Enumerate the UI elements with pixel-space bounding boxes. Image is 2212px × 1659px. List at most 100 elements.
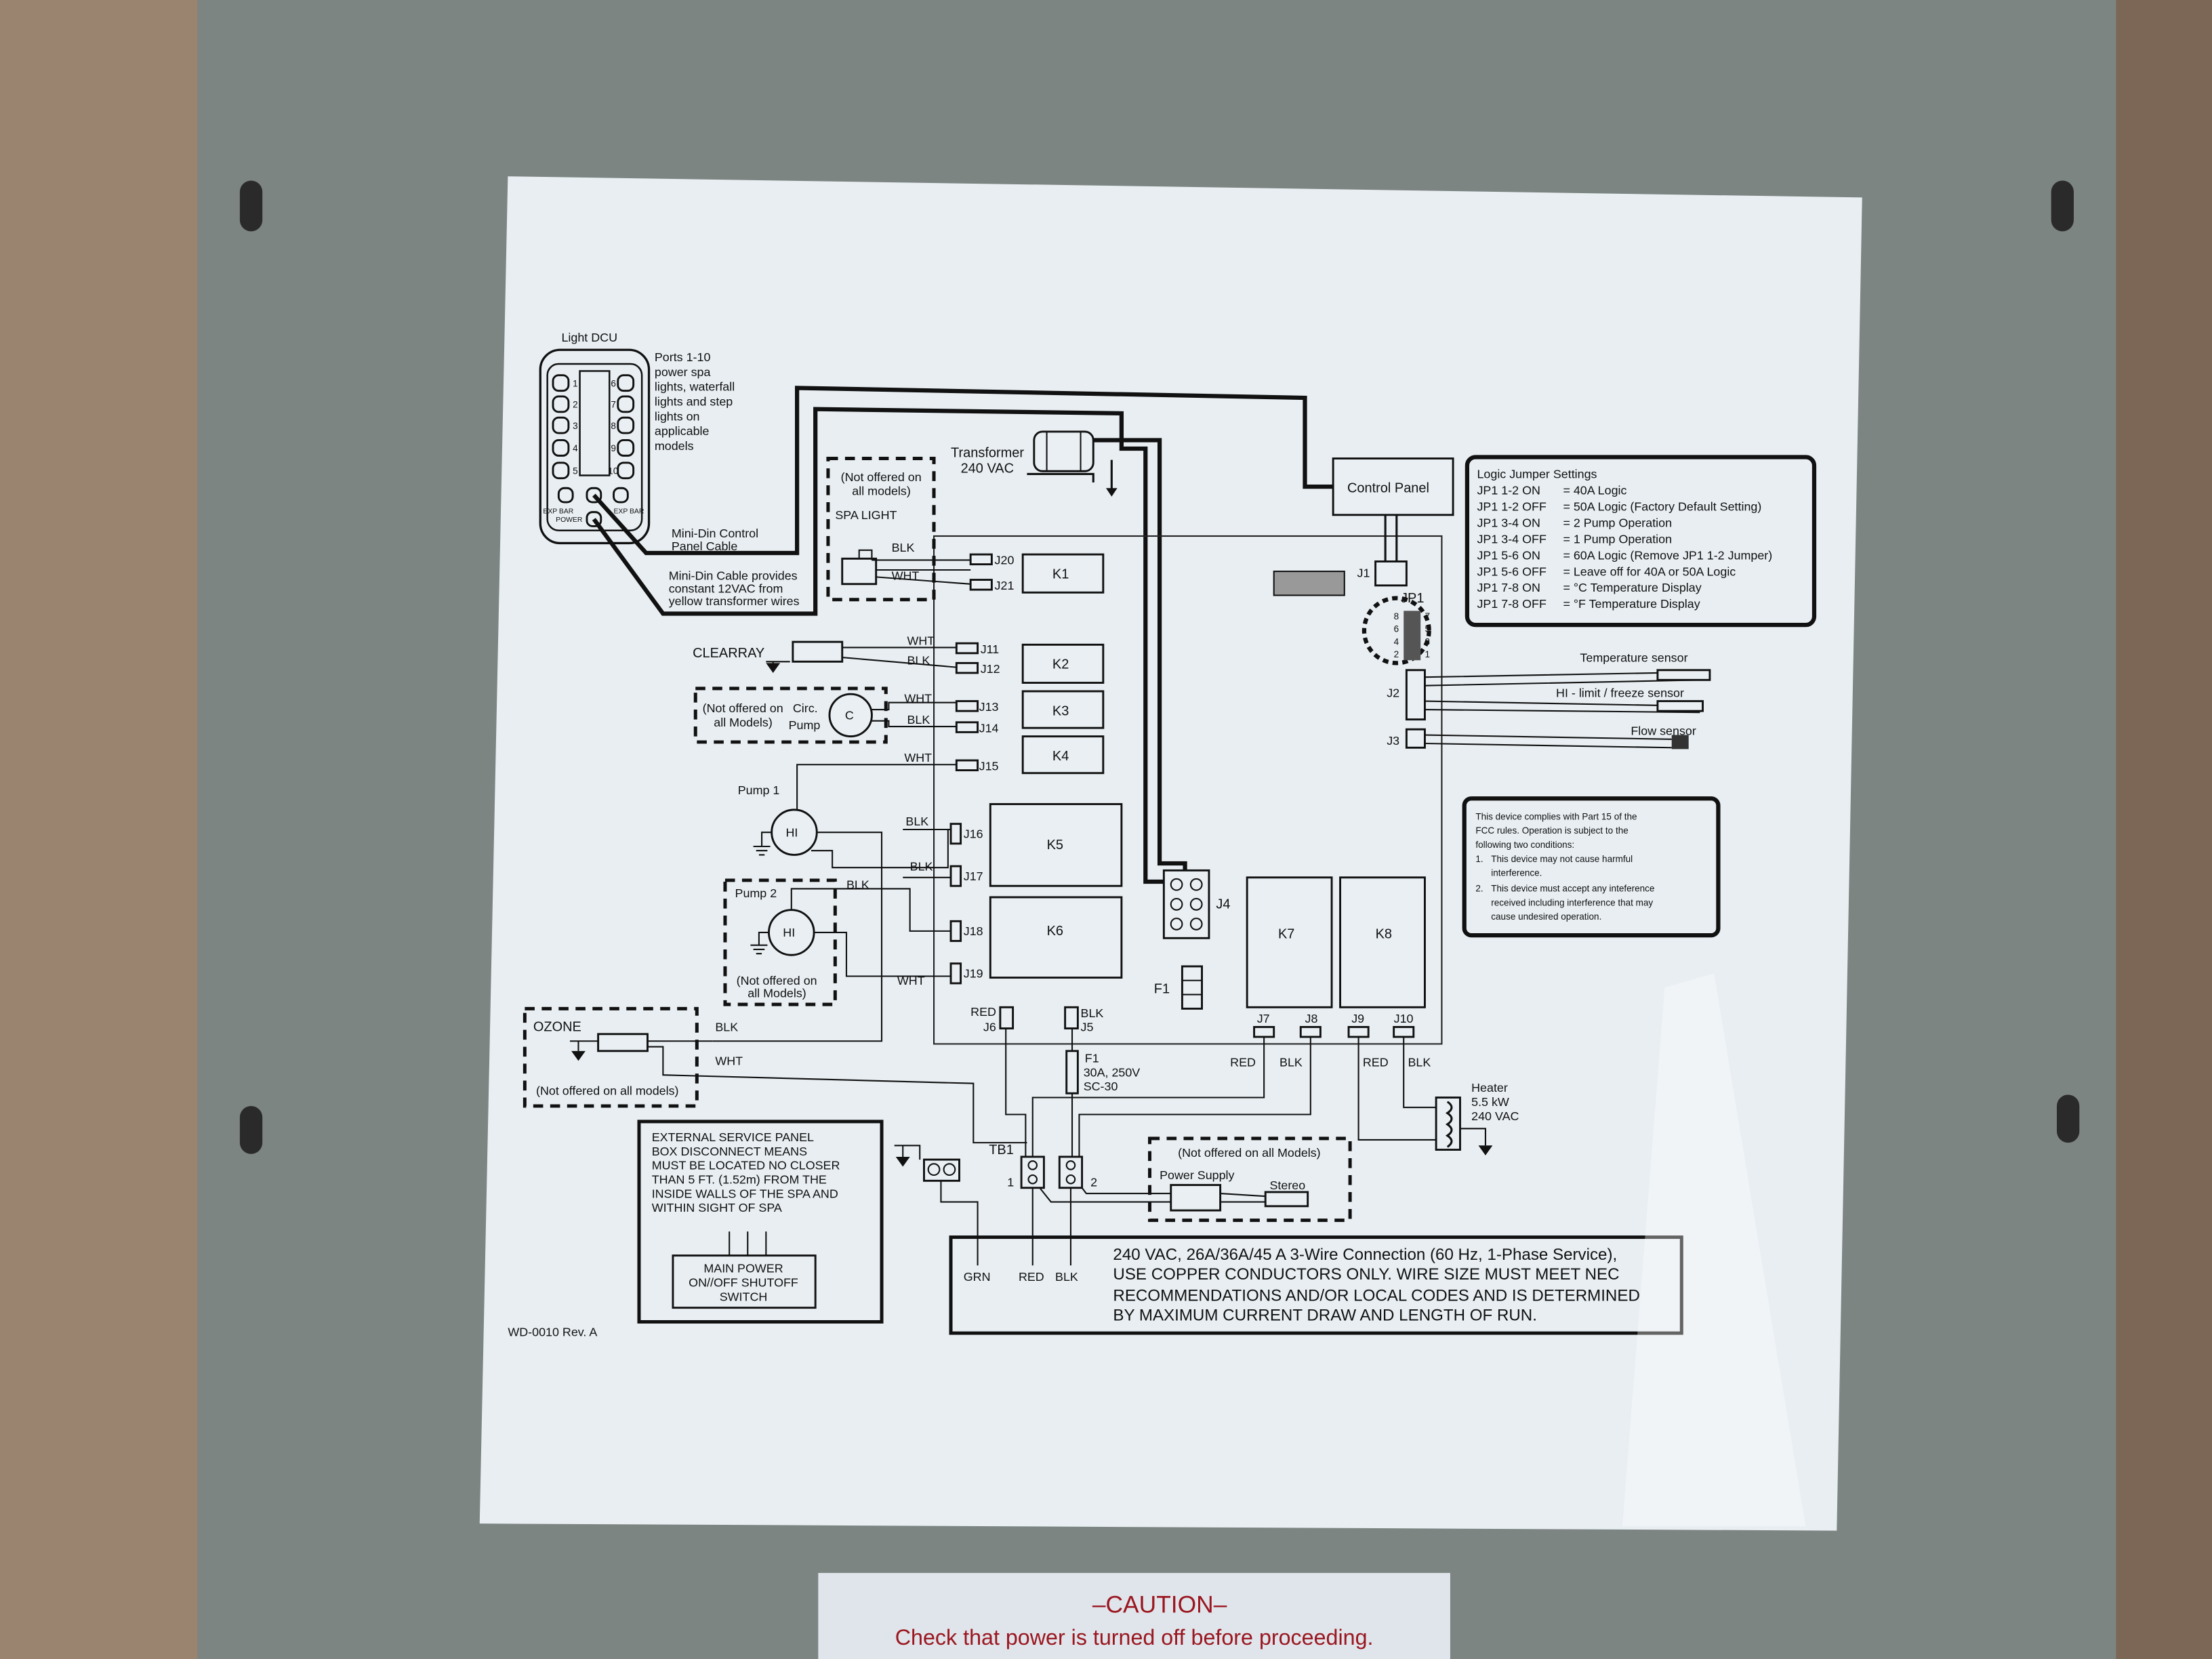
sensors: J2 J3 Temperature sensor HI - limit / fr… (1387, 651, 1711, 750)
diagram-text: JP1 5-6 ON (1477, 548, 1540, 562)
diagram-shape (818, 1573, 1450, 1659)
heater: Heater 5.5 kW 240 VAC (1435, 1081, 1519, 1155)
diagram-text: WHT (892, 569, 920, 583)
pump-1: Pump 1 HI BLK BLK J16 J17 (712, 783, 983, 1042)
diagram-shape: This device complies with Part 15 of the… (1475, 811, 1654, 922)
diagram-shape (1299, 1025, 1322, 1038)
diagram-text: JP1 7-8 ON (1477, 581, 1540, 594)
diagram-shape (796, 764, 957, 810)
diagram-text: Control Panel (1347, 480, 1429, 495)
diagram-text: J5 (1081, 1021, 1094, 1034)
diagram-text: 2 (1090, 1176, 1097, 1189)
diagram-text: SC-30 (1084, 1080, 1118, 1093)
diagram-shape (999, 1006, 1015, 1029)
diagram-text: K8 (1376, 926, 1392, 941)
diagram-shape (1033, 430, 1094, 472)
diagram-text: K1 (1052, 567, 1069, 581)
diagram-shape (955, 759, 979, 772)
diagram-text: applicable (655, 424, 710, 438)
diagram-shape (1339, 876, 1426, 1008)
diagram-text: J4 (1216, 897, 1230, 912)
diagram-shape (949, 823, 962, 845)
clearray: CLEARRAY WHT BLK J11 J12 (693, 634, 1000, 676)
diagram-shape (858, 549, 971, 585)
diagram-text: K3 (1052, 703, 1069, 718)
diagram-text: 9 (611, 443, 616, 453)
diagram-text: BY MAXIMUM CURRENT DRAW AND LENGTH OF RU… (1113, 1306, 1537, 1324)
exp-bar-label: EXP BAR (543, 508, 573, 516)
diagram-text: K4 (1052, 749, 1069, 764)
diagram-text: RED (1019, 1270, 1044, 1284)
diagram-text: K6 (1047, 924, 1063, 939)
diagram-text: J21 (995, 579, 1015, 592)
diagram-shape (1384, 514, 1398, 562)
diagram-shape (552, 416, 570, 434)
diagram-text: C (845, 709, 854, 722)
diagram-text: J17 (964, 869, 983, 883)
diagram-shape (753, 832, 772, 856)
diagram-shape (943, 1163, 956, 1176)
diagram-text: BLK (892, 541, 915, 554)
diagram-text: J3 (1387, 734, 1399, 747)
diagram-shape (617, 439, 635, 457)
dcu-port: 6 (611, 374, 635, 392)
diagram-shape (1021, 735, 1105, 775)
diagram-text: WHT (715, 1054, 743, 1068)
diagram-shape (1031, 1037, 1437, 1160)
diagram-text: 3 (573, 421, 578, 431)
diagram-text: USE COPPER CONDUCTORS ONLY. WIRE SIZE MU… (1113, 1265, 1619, 1284)
relay-k5: K5 (989, 803, 1123, 887)
logic-jumper-settings: Logic Jumper Settings JP1 1-2 ON= 40A Lo… (1465, 455, 1817, 628)
wiring-diagram-label (479, 176, 1862, 1531)
exp-bar-label: EXP BAR (614, 508, 644, 516)
diagram-shape: JP1 1-2 ON= 40A Logic JP1 1-2 OFF= 50A L… (1477, 484, 1772, 611)
diagram-shape (949, 920, 962, 942)
dcu-port: 10 (608, 462, 635, 480)
diagram-shape (989, 803, 1123, 887)
j6-j5-connectors: RED J6 BLK J5 F1 30A, 250V SC-30 (970, 1005, 1140, 1160)
caution-title: –CAUTION– (1092, 1591, 1227, 1618)
dcu-port: 5 (552, 462, 578, 480)
diagram-shape (1182, 979, 1202, 996)
diagram-shape (1189, 878, 1203, 891)
diagram-text: This device may not cause harmful (1491, 854, 1633, 864)
diagram-shape (1148, 1136, 1352, 1223)
main-board (933, 535, 1443, 1045)
diagram-shape (1181, 965, 1204, 1010)
power-port-label: POWER (556, 516, 583, 524)
diagram-text: 1 (1007, 1176, 1014, 1189)
diagram-text: GRN (964, 1270, 991, 1284)
diagram-shape: EXTERNAL SERVICE PANEL BOX DISCONNECT ME… (652, 1130, 840, 1214)
transformer-wire (1093, 438, 1187, 875)
diagram-shape (826, 457, 936, 602)
diagram-text: JP1 1-2 OFF (1477, 500, 1546, 514)
diagram-text: J15 (979, 760, 999, 773)
diagram-shape (617, 416, 635, 434)
diagram-text: J10 (1394, 1012, 1414, 1025)
diagram-text: interference. (1491, 868, 1542, 878)
diagram-shape (1065, 1174, 1076, 1185)
j4-connector: J4 (1162, 869, 1230, 939)
diagram-text: all Models) (714, 716, 773, 729)
diagram-shape (1462, 796, 1721, 938)
diagram-shape (729, 1231, 767, 1256)
diagram-shape: 1 2 3 4 5 6 7 8 9 10 EXP BAR EXP BAR POW… (543, 374, 644, 527)
diagram-shape (1170, 918, 1183, 930)
diagram-shape (949, 865, 962, 887)
diagram-shape (617, 374, 635, 392)
diagram-shape (1065, 1160, 1076, 1170)
service-panel-note: EXTERNAL SERVICE PANEL BOX DISCONNECT ME… (637, 1120, 884, 1324)
diagram-shape (1027, 1174, 1038, 1185)
diagram-text: J7 (1257, 1012, 1270, 1025)
diagram-text: J20 (995, 554, 1015, 567)
diagram-text: 2 (573, 400, 578, 410)
diagram-shape (792, 640, 844, 663)
diagram-text: 4 (573, 443, 578, 453)
diagram-text: Logic Jumper Settings (1477, 468, 1597, 481)
wood-right (2116, 0, 2212, 1659)
dcu-port: 9 (611, 439, 635, 457)
diagram-text: BOX DISCONNECT MEANS (652, 1145, 807, 1158)
diagram-shape (1405, 728, 1426, 749)
diagram-text: = 60A Logic (Remove JP1 1-2 Jumper) (1563, 548, 1772, 562)
diagram-text: EXTERNAL SERVICE PANEL (652, 1130, 814, 1144)
